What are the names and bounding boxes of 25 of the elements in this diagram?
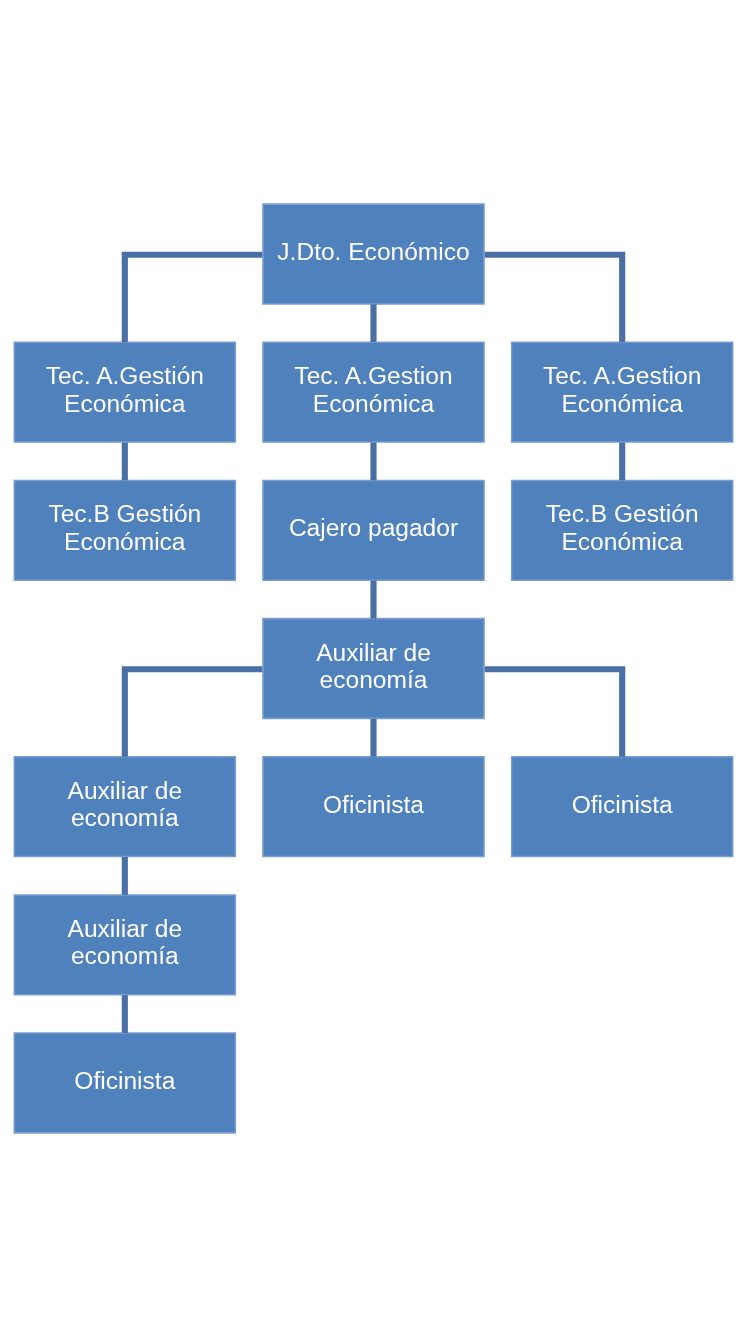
node-box: Tec. A.Gestión Económica	[13, 341, 237, 443]
node-box: Cajero pagador	[262, 479, 485, 581]
connector	[121, 856, 128, 895]
connector	[484, 666, 626, 757]
node-box: Oficinista	[510, 756, 734, 858]
connector	[370, 580, 377, 619]
connector	[370, 442, 377, 481]
node-box: Auxiliar de economía	[262, 617, 485, 720]
node-box: Tec.B Gestión Económica	[13, 479, 237, 581]
node-box: Oficinista	[262, 756, 485, 858]
node-box: Tec.B Gestión Económica	[510, 479, 734, 581]
node-box: Auxiliar de economía	[13, 756, 237, 858]
connector	[619, 442, 626, 481]
node-box: Oficinista	[13, 1032, 237, 1134]
node-box: Tec. A.Gestion Económica	[510, 341, 734, 443]
node-box: J.Dto. Económico	[262, 203, 485, 305]
connector	[370, 304, 377, 343]
connector	[370, 718, 377, 757]
connector	[121, 442, 128, 481]
node-box: Auxiliar de economía	[13, 894, 237, 996]
connector	[121, 995, 128, 1033]
connector	[484, 251, 626, 343]
connector	[121, 251, 263, 343]
connector	[121, 666, 263, 757]
node-box: Tec. A.Gestion Económica	[262, 341, 485, 443]
